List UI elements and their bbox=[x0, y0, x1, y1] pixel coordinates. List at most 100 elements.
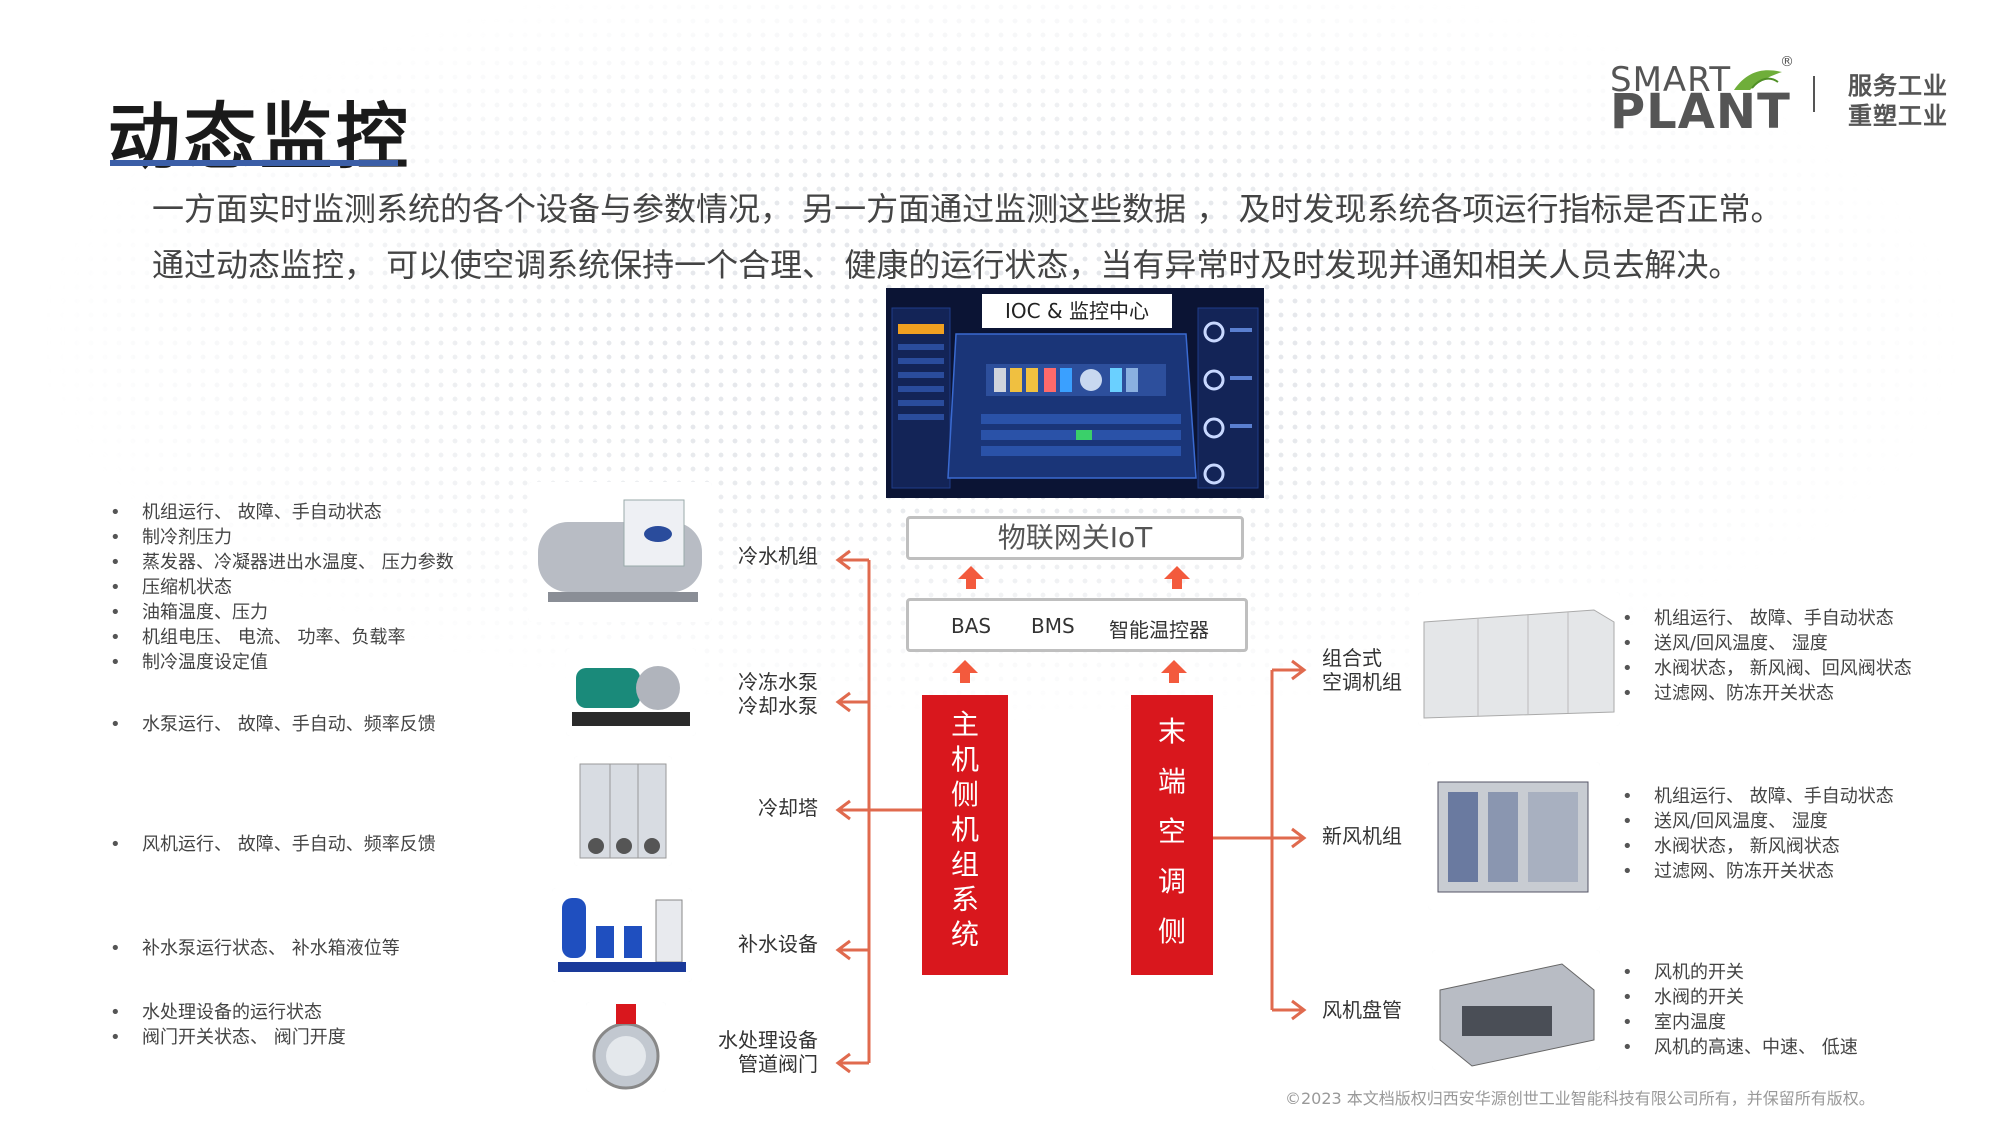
monitor-item: 机组运行、 故障、手自动状态 bbox=[110, 500, 454, 525]
monitor-item: 送风/回风温度、 湿度 bbox=[1622, 809, 1894, 834]
chiller-unit-image bbox=[528, 482, 712, 622]
copyright-footer: ©2023 本文档版权归西安华源创世工业智能科技有限公司所有，并保留所有版权。 bbox=[1285, 1089, 1875, 1108]
monitor-item: 风机的开关 bbox=[1622, 960, 1858, 985]
equipment-name-line: 冷水机组 bbox=[738, 544, 818, 568]
monitor-item: 机组电压、 电流、 功率、负载率 bbox=[110, 625, 454, 650]
ioc-monitoring-screen: IOC & 监控中心 bbox=[886, 288, 1264, 498]
host-side-system-box: 主机侧机组系统 bbox=[922, 695, 1008, 975]
makeup-water-equipment-image bbox=[552, 888, 692, 982]
host-side-char: 组 bbox=[950, 848, 979, 881]
fan-coil-image bbox=[1432, 950, 1600, 1070]
monitor-item: 风机运行、 故障、手自动、频率反馈 bbox=[110, 832, 436, 857]
host-side-char: 侧 bbox=[950, 778, 979, 811]
equipment-name-line: 组合式 bbox=[1322, 646, 1382, 670]
monitor-item: 过滤网、防冻开关状态 bbox=[1622, 859, 1894, 884]
equipment-name-line: 风机盘管 bbox=[1322, 998, 1402, 1022]
arrow-to-pumps bbox=[835, 691, 851, 713]
monitor-item: 水处理设备的运行状态 bbox=[110, 1000, 346, 1025]
chiller-monitor-list: 机组运行、 故障、手自动状态制冷剂压力蒸发器、冷凝器进出水温度、 压力参数压缩机… bbox=[110, 500, 454, 675]
cooling-tower-monitor-list: 风机运行、 故障、手自动、频率反馈 bbox=[110, 832, 436, 857]
equipment-name-line: 新风机组 bbox=[1322, 824, 1402, 848]
ioc-center-label: IOC & 监控中心 bbox=[982, 294, 1172, 328]
equipment-name-line: 冷却水泵 bbox=[738, 694, 818, 718]
arrow-to-fresh-air-unit bbox=[1291, 827, 1307, 849]
leaf-icon bbox=[1734, 70, 1782, 90]
arrow-to-chiller bbox=[835, 549, 851, 571]
fan-coil-monitor-list: 风机的开关水阀的开关室内温度风机的高速、中速、 低速 bbox=[1622, 960, 1858, 1060]
registered-mark: ® bbox=[1780, 54, 1794, 70]
monitor-item: 补水泵运行状态、 补水箱液位等 bbox=[110, 936, 400, 961]
arrow-to-ahu bbox=[1291, 659, 1307, 681]
logo-slogan-1: 服务工业 bbox=[1848, 72, 1948, 100]
terminal-side-box: 末端空调侧 bbox=[1131, 695, 1213, 975]
monitor-item: 水阀状态， 新风阀、回风阀状态 bbox=[1622, 656, 1912, 681]
monitor-item: 水阀状态， 新风阀状态 bbox=[1622, 834, 1894, 859]
logo-slogan-2: 重塑工业 bbox=[1848, 102, 1948, 130]
equipment-name-line: 空调机组 bbox=[1322, 670, 1402, 694]
logo-smart-text: SMART bbox=[1610, 60, 1732, 100]
chiller-label: 冷水机组 bbox=[700, 544, 818, 568]
intro-line-2: 通过动态监控， 可以使空调系统保持一个合理、 健康的运行状态，当有异常时及时发现… bbox=[152, 246, 1741, 284]
cooling-tower-label: 冷却塔 bbox=[700, 796, 818, 820]
monitor-item: 过滤网、防冻开关状态 bbox=[1622, 681, 1912, 706]
host-side-char: 机 bbox=[950, 743, 979, 776]
fresh-air-unit-label: 新风机组 bbox=[1322, 824, 1422, 848]
monitor-item: 机组运行、 故障、手自动状态 bbox=[1622, 606, 1912, 631]
host-side-char: 统 bbox=[950, 918, 979, 951]
pumps-label: 冷冻水泵冷却水泵 bbox=[700, 670, 818, 718]
iot-gateway-box: 物联网关IoT bbox=[906, 516, 1244, 560]
monitor-item: 室内温度 bbox=[1622, 1010, 1858, 1035]
equipment-name-line: 水处理设备 bbox=[718, 1028, 818, 1052]
fresh-air-monitor-list: 机组运行、 故障、手自动状态送风/回风温度、 湿度水阀状态， 新风阀状态过滤网、… bbox=[1622, 784, 1894, 884]
terminal-side-char: 端 bbox=[1157, 765, 1186, 798]
arrow-controller-to-iot bbox=[1164, 566, 1190, 589]
makeup-water-monitor-list: 补水泵运行状态、 补水箱液位等 bbox=[110, 936, 400, 961]
smart-plant-logo: SMART PLANT ® 服务工业 重塑工业 bbox=[1610, 54, 1960, 140]
monitor-item: 风机的高速、中速、 低速 bbox=[1622, 1035, 1858, 1060]
water-treatment-monitor-list: 水处理设备的运行状态阀门开关状态、 阀门开度 bbox=[110, 1000, 346, 1050]
monitor-item: 制冷温度设定值 bbox=[110, 650, 454, 675]
monitor-item: 水阀的开关 bbox=[1622, 985, 1858, 1010]
host-side-char: 系 bbox=[950, 883, 979, 916]
protocol-bms: BMS bbox=[1031, 614, 1075, 638]
water-pump-image bbox=[566, 648, 696, 736]
ahu-monitor-list: 机组运行、 故障、手自动状态送风/回风温度、 湿度水阀状态， 新风阀、回风阀状态… bbox=[1622, 606, 1912, 706]
terminal-side-label: 末端空调侧 bbox=[1131, 695, 1213, 957]
host-side-char: 机 bbox=[950, 813, 979, 846]
intro-line-1: 一方面实时监测系统的各个设备与参数情况， 另一方面通过监测这些数据 ， 及时发现… bbox=[152, 190, 1783, 228]
ahu-image bbox=[1418, 592, 1620, 726]
terminal-side-char: 末 bbox=[1157, 715, 1186, 748]
pipeline-valve-image bbox=[586, 1002, 666, 1092]
equipment-name-line: 冷却塔 bbox=[758, 796, 818, 820]
equipment-name-line: 管道阀门 bbox=[738, 1052, 818, 1076]
protocol-bas: BAS bbox=[951, 614, 992, 638]
arrow-to-cooling-tower bbox=[835, 799, 851, 821]
protocol-box: BAS BMS 智能温控器 bbox=[906, 598, 1248, 652]
logo-plant-text: PLANT bbox=[1610, 84, 1791, 140]
cooling-tower-image bbox=[574, 756, 672, 866]
monitor-item: 蒸发器、冷凝器进出水温度、 压力参数 bbox=[110, 550, 454, 575]
fresh-air-unit-image bbox=[1428, 762, 1600, 910]
monitor-item: 机组运行、 故障、手自动状态 bbox=[1622, 784, 1894, 809]
terminal-side-char: 调 bbox=[1157, 865, 1186, 898]
fan-coil-label: 风机盘管 bbox=[1322, 998, 1422, 1022]
terminal-side-char: 侧 bbox=[1157, 915, 1186, 948]
monitor-item: 阀门开关状态、 阀门开度 bbox=[110, 1025, 346, 1050]
ahu-label: 组合式空调机组 bbox=[1322, 646, 1422, 694]
arrow-host-to-protocol bbox=[952, 660, 978, 683]
logo-separator bbox=[1813, 76, 1815, 112]
title-underline bbox=[110, 160, 398, 166]
arrow-to-water-treatment bbox=[835, 1052, 851, 1074]
protocol-smart-thermostat: 智能温控器 bbox=[1109, 618, 1209, 642]
pump-monitor-list: 水泵运行、 故障、手自动、频率反馈 bbox=[110, 712, 436, 737]
monitor-item: 送风/回风温度、 湿度 bbox=[1622, 631, 1912, 656]
equipment-name-line: 冷冻水泵 bbox=[738, 670, 818, 694]
host-side-label: 主机侧机组系统 bbox=[922, 695, 1008, 952]
arrow-terminal-to-protocol bbox=[1161, 660, 1187, 683]
monitor-item: 压缩机状态 bbox=[110, 575, 454, 600]
water-treatment-label: 水处理设备管道阀门 bbox=[690, 1028, 818, 1076]
host-side-char: 主 bbox=[950, 708, 979, 741]
monitor-item: 水泵运行、 故障、手自动、频率反馈 bbox=[110, 712, 436, 737]
terminal-side-char: 空 bbox=[1157, 815, 1186, 848]
